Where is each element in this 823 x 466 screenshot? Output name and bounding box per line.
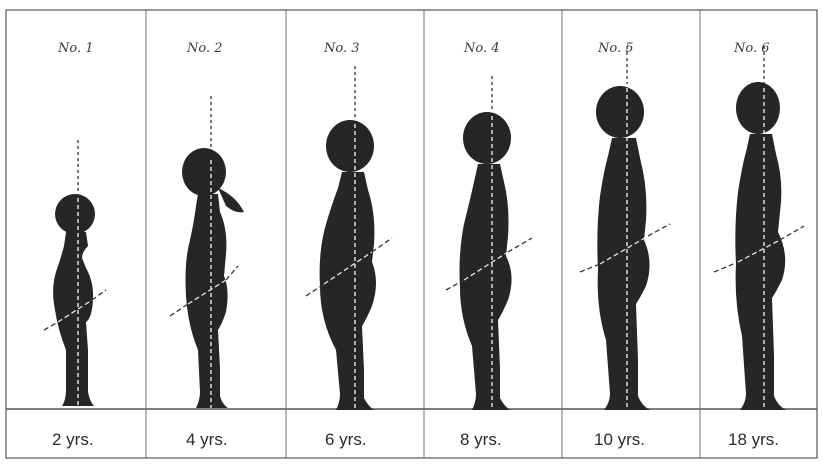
- child-silhouette-2: [170, 96, 244, 408]
- age-label-4: 8 yrs.: [460, 430, 502, 449]
- panel-label-2: No. 2: [186, 41, 223, 56]
- child-silhouette-6: [714, 46, 804, 410]
- child-silhouette-1: [44, 140, 106, 408]
- child-silhouette-3: [306, 66, 392, 410]
- age-label-6: 18 yrs.: [728, 430, 779, 449]
- panel-label-5: No. 5: [597, 41, 634, 56]
- child-silhouette-5: [580, 46, 670, 410]
- age-label-1: 2 yrs.: [52, 430, 94, 449]
- panel-label-3: No. 3: [323, 41, 360, 56]
- panel-label-1: No. 1: [57, 41, 94, 56]
- age-label-3: 6 yrs.: [325, 430, 367, 449]
- age-labels: 2 yrs. 4 yrs. 6 yrs. 8 yrs. 10 yrs. 18 y…: [52, 430, 779, 449]
- age-label-5: 10 yrs.: [594, 430, 645, 449]
- figure-frame: [6, 10, 817, 458]
- panel-label-4: No. 4: [463, 41, 500, 56]
- age-label-2: 4 yrs.: [186, 430, 228, 449]
- panel-labels: No. 1 No. 2 No. 3 No. 4 No. 5 No. 6: [57, 41, 770, 56]
- child-silhouette-4: [446, 76, 532, 410]
